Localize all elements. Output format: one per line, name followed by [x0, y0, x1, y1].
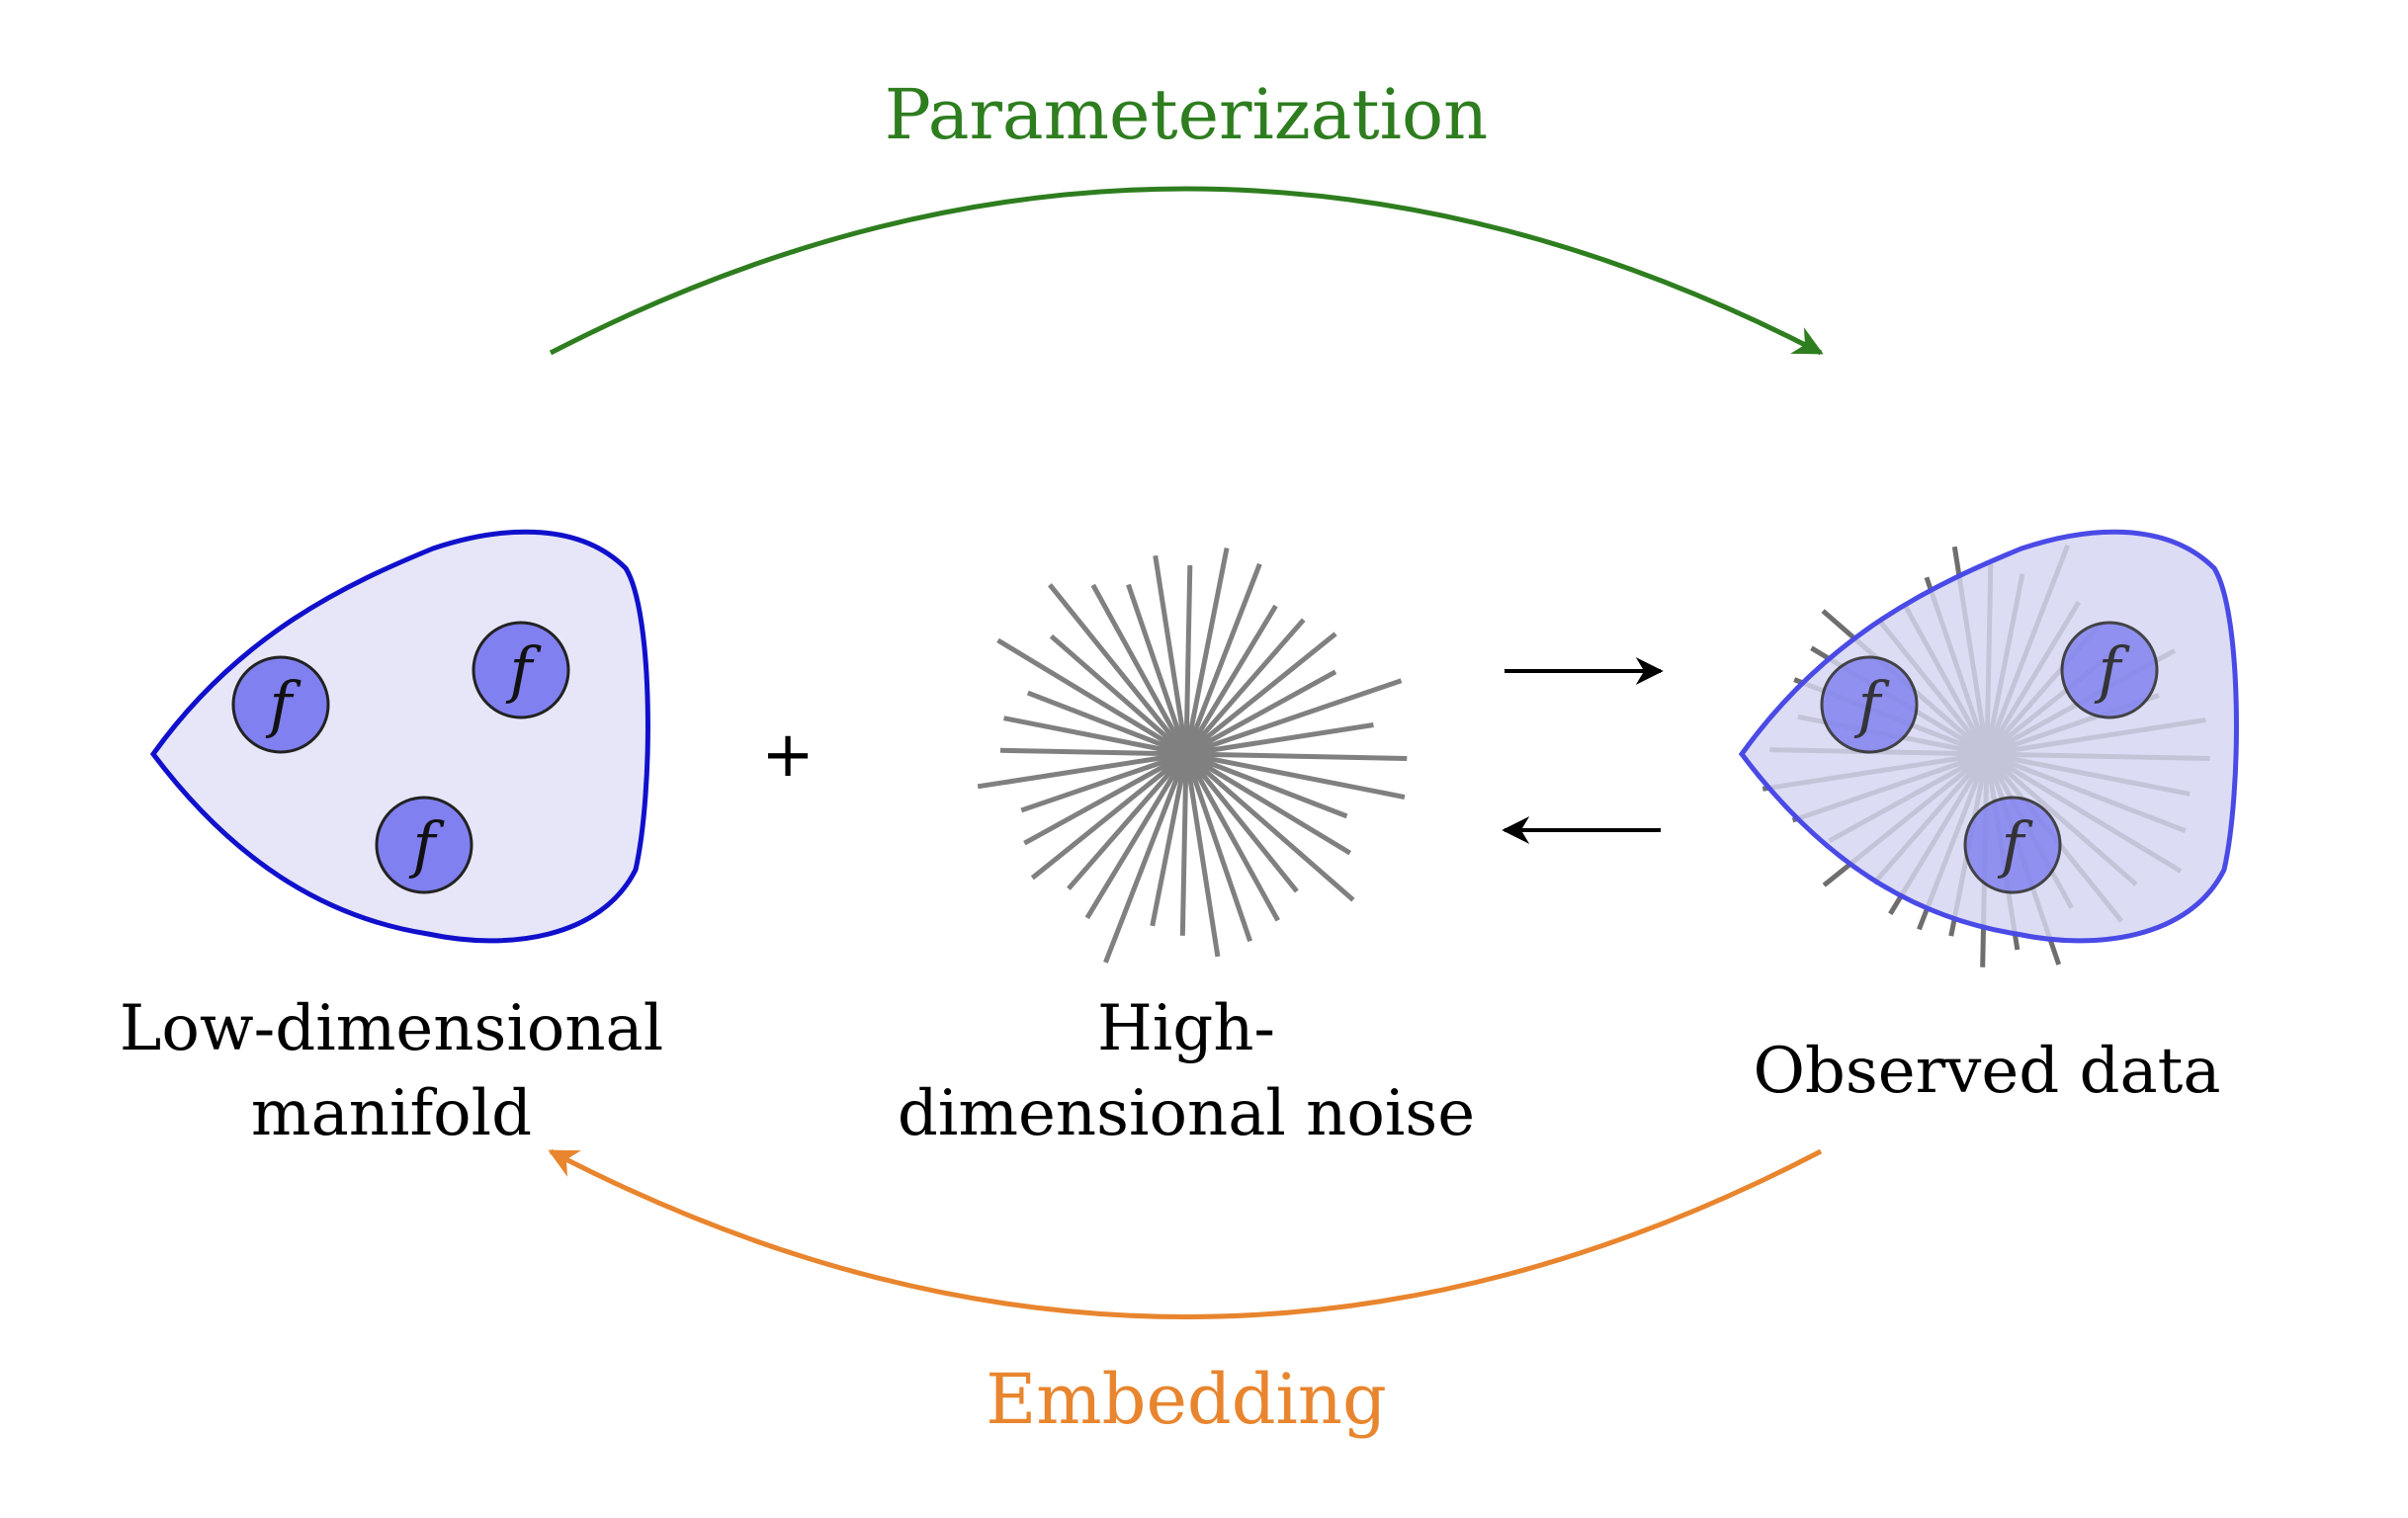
- noise-ray: [1049, 633, 1188, 756]
- noise-ray: [1183, 604, 1278, 756]
- noise-ray: [1185, 751, 1408, 761]
- noise-ray: [1179, 753, 1189, 936]
- noise-ray: [1871, 752, 1989, 886]
- manifold-label-line2: manifold: [251, 1077, 532, 1150]
- noise-ray: [1185, 722, 1374, 757]
- noise-ray: [1184, 751, 1352, 856]
- noise-ray: [1150, 753, 1189, 927]
- noise-ray: [1903, 605, 1990, 756]
- function-node: f: [1963, 796, 2062, 894]
- noise-ray: [1876, 618, 1989, 756]
- noise-ray: [1951, 546, 1990, 755]
- noise-ray: [1026, 690, 1187, 757]
- noise-ray: [977, 751, 1187, 790]
- noise-ray: [1762, 751, 1988, 792]
- noise-ray: [1183, 547, 1230, 755]
- noise-ray: [1184, 752, 1299, 893]
- noise-ray: [1003, 716, 1187, 757]
- noise-ray: [1184, 669, 1337, 757]
- noise-ray: [1986, 717, 2206, 757]
- noise-ray: [1984, 573, 2025, 755]
- noise-ray: [1183, 562, 1262, 755]
- noise-ray: [1791, 751, 1988, 823]
- noise-ray: [1153, 554, 1189, 755]
- noise-ray: [1184, 618, 1306, 756]
- noise-ray: [1184, 632, 1337, 756]
- observed-data: f f f: [1738, 529, 2239, 968]
- noise-ray: [1917, 753, 1990, 931]
- noise-ray: [1023, 751, 1188, 846]
- noise-ray: [1984, 563, 1994, 755]
- noise-ray: [1183, 752, 1280, 922]
- embedding-label: Embedding: [986, 1359, 1387, 1440]
- function-node: f: [472, 621, 570, 719]
- noise-ray: [1924, 576, 1990, 755]
- noise-ray: [1183, 753, 1221, 958]
- function-node: f: [2060, 621, 2159, 719]
- embedding-arrow: [548, 1148, 1823, 1319]
- noise-ray: [1183, 564, 1193, 755]
- noise-ray: [1986, 751, 2210, 762]
- noise-ray: [1184, 752, 1355, 902]
- noise-label-line1: High-: [1097, 992, 1275, 1065]
- noise-ray: [1185, 678, 1403, 757]
- low-dimensional-manifold: f f f: [149, 529, 650, 944]
- noise-ray: [1986, 751, 2191, 797]
- noise-ray: [1985, 751, 2183, 874]
- parameterization-label: Parameterization: [885, 74, 1488, 155]
- noise-ray: [1067, 752, 1188, 890]
- function-node: f: [1820, 655, 1919, 754]
- noise-ray: [1986, 751, 2187, 833]
- noise-label-line2: dimensional noise: [898, 1077, 1475, 1150]
- noise-ray: [999, 747, 1187, 757]
- manifold-label-line1: Low-dimensional: [120, 992, 663, 1065]
- noise-ray: [996, 637, 1188, 757]
- noise-ray: [1828, 751, 1989, 843]
- noise-ray: [1084, 752, 1189, 920]
- noise-ray: [1985, 752, 2138, 886]
- noise-ray: [1185, 751, 1406, 800]
- function-node: f: [231, 655, 330, 754]
- noise-ray: [1984, 600, 2082, 756]
- noise-ray: [1090, 583, 1189, 756]
- observed-manifold-outline: [1738, 529, 2239, 944]
- noise-ray: [1126, 583, 1189, 755]
- parameterization-arrow: [549, 186, 1824, 356]
- noise-ray: [1984, 544, 2070, 755]
- noise-ray: [1185, 751, 1348, 819]
- noise-ray: [1103, 753, 1189, 964]
- noise-ray: [1888, 752, 1990, 915]
- observed-label: Observed data: [1753, 1035, 2220, 1108]
- noise-ray: [1183, 753, 1253, 943]
- noise-ray: [1048, 583, 1188, 756]
- noise-ray: [1030, 752, 1188, 881]
- noise-ray: [1020, 751, 1187, 813]
- high-dimensional-noise: [977, 547, 1408, 964]
- function-node: f: [375, 796, 473, 894]
- plus-sign: +: [761, 718, 815, 792]
